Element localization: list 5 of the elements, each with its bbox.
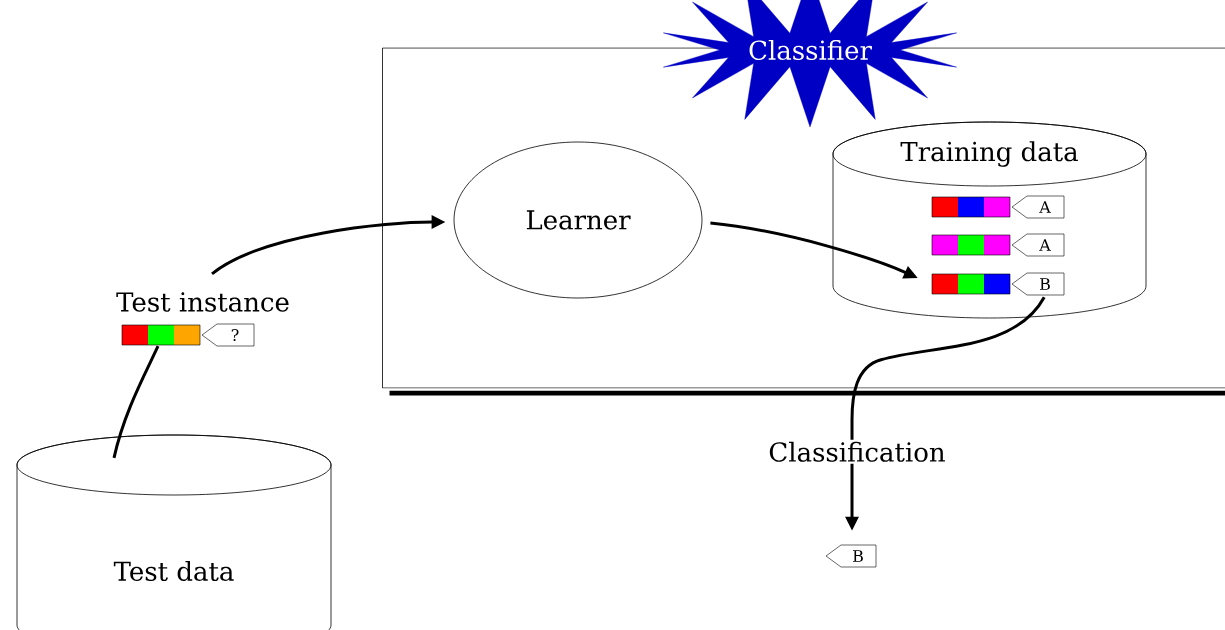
database-cylinder: Test data <box>16 434 332 630</box>
data-record: ? <box>121 323 255 347</box>
edge-label: Classification <box>766 439 948 464</box>
class-tag: B <box>825 544 877 568</box>
record-heading: Test instance <box>116 292 289 312</box>
